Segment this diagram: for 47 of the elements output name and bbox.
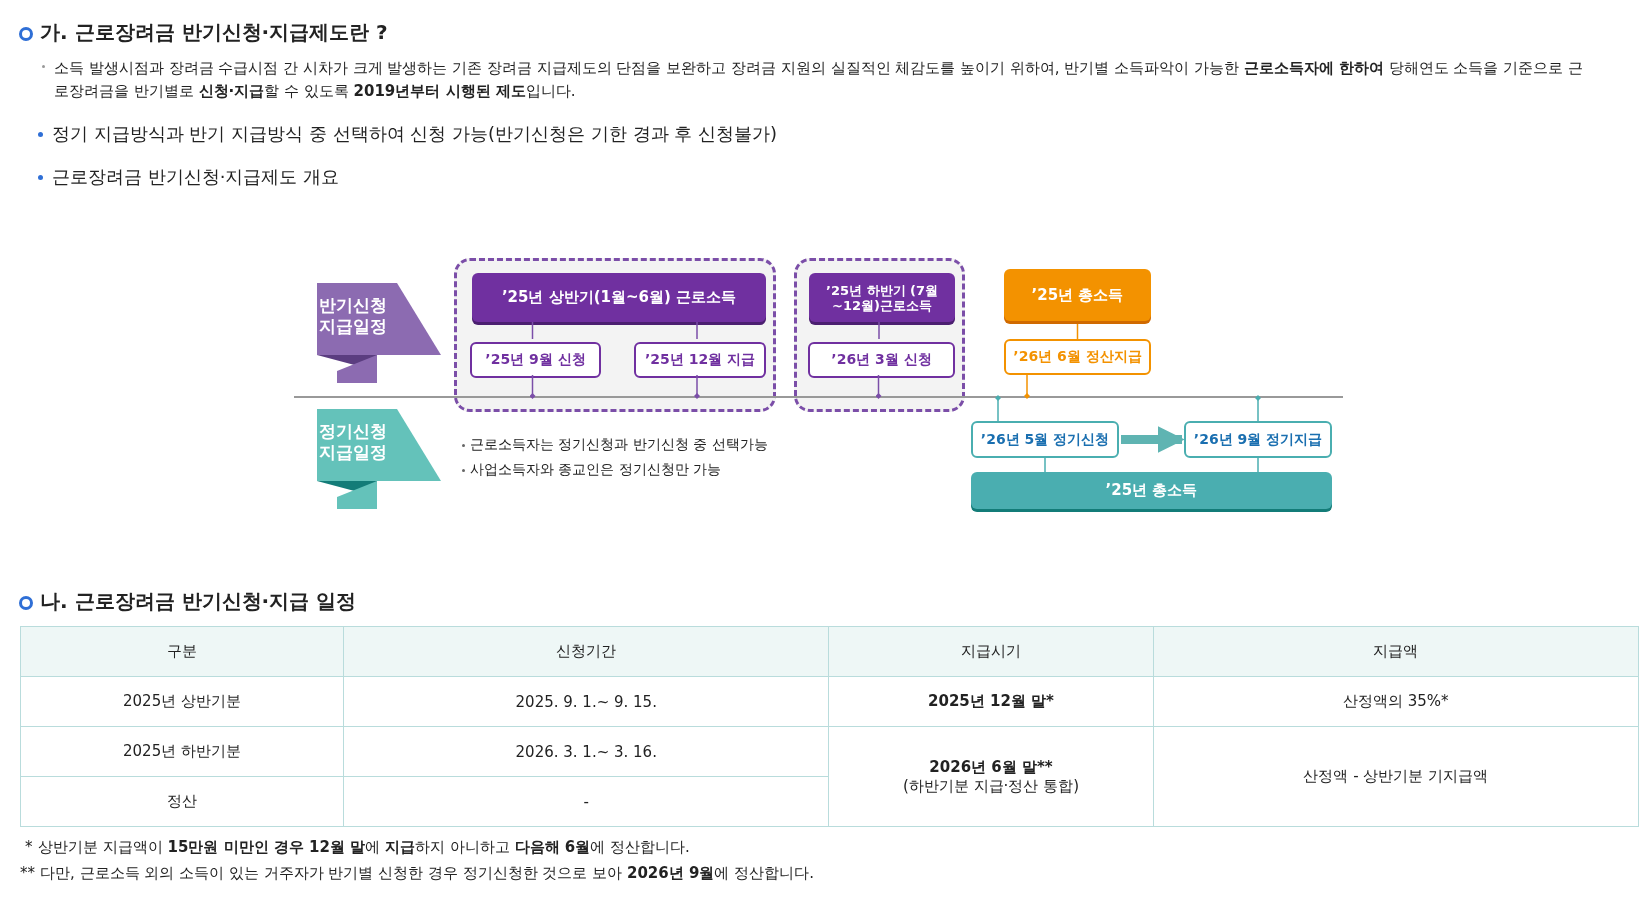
timeline-axis (294, 396, 1343, 398)
note-text: 사업소득자와 종교인은 정기신청만 가능 (470, 461, 722, 479)
connector-line (1257, 457, 1259, 473)
table-text: (하반기분 지급·정산 통합) (903, 776, 1079, 796)
tick-line (1024, 374, 1030, 399)
table-text: 2025년 하반기분 (123, 742, 241, 761)
period-box: ’25년 하반기 (7월~12월)근로소득 (809, 273, 955, 322)
date-box: ’26년 6월 정산지급 (1004, 339, 1151, 375)
connector-line (1044, 457, 1046, 473)
date-box: ’26년 9월 정기지급 (1184, 421, 1332, 458)
table-text: - (583, 792, 589, 811)
bullet-text: 근로장려금 반기신청·지급제도 개요 (52, 165, 340, 189)
income-box: ’25년 총소득 (971, 472, 1332, 509)
dashed-group (794, 258, 965, 412)
date-box: ’26년 3월 신청 (808, 342, 955, 378)
tick-line (1255, 395, 1261, 422)
section-heading: 가. 근로장려금 반기신청·지급제도란 ? (40, 19, 388, 46)
table-text: 산정액의 35%* (1342, 692, 1449, 711)
note-text: 근로소득자는 정기신청과 반기신청 중 선택가능 (470, 436, 768, 454)
table-text: 2025년 12월 말* (928, 692, 1054, 711)
connector-line (696, 321, 698, 340)
column-header: 지급시기 (961, 642, 1021, 661)
dashed-group (454, 258, 776, 412)
period-box: ’25년 상반기(1월~6월) 근로소득 (472, 273, 766, 322)
date-box: ’25년 9월 신청 (470, 342, 601, 378)
footnote-text: 상반기분 지급액이 15만원 미만인 경우 12월 말에 지급하지 아니하고 다음해 6월에 정산합니다. (38, 838, 690, 857)
description-paragraph: 소득 발생시점과 장려금 수급시점 간 시차가 크게 발생하는 기존 장려금 지급제도의 단점을 보완하고 장려금 지원의 실질적인 체감도를 높이기 위하여, 반기별 소득파악이 가능한 근로소득자에 한하여 당해연도 소득을 기준으로 근로장려금을 반기별로 신청·지급할 수 있도록 2019년부터 시행된 제도입니다. (54, 58, 1584, 102)
footnote-text: 다만, 근로소득 외의 소득이 있는 거주자가 반기별 신청한 경우 정기신청한 것으로 보아 2026년 9월에 정산합니다. (40, 864, 814, 883)
table-text: 2026. 3. 1.~ 3. 16. (515, 742, 657, 761)
table-text: 정산 (167, 792, 197, 811)
arrow (1121, 426, 1185, 453)
footnote-mark: ** (20, 864, 35, 882)
table-text: 산정액 - 상반기분 기지급액 (1303, 767, 1489, 786)
column-header: 신청기간 (556, 642, 617, 661)
column-header: 구분 (167, 642, 197, 661)
table-text: 2026년 6월 말** (929, 757, 1053, 777)
table-text: 2025. 9. 1.~ 9. 15. (515, 692, 657, 711)
column-header: 지급액 (1373, 642, 1419, 661)
date-box: ’26년 5월 정기신청 (971, 421, 1119, 458)
tick-line (995, 395, 1001, 422)
date-box: ’25년 12월 지급 (634, 342, 766, 378)
footnote-mark: * (25, 838, 33, 856)
bullet-text: 정기 지급방식과 반기 지급방식 중 선택하여 신청 가능(반기신청은 기한 경과 후 신청불가) (52, 122, 777, 146)
section-heading: 나. 근로장려금 반기신청·지급 일정 (40, 588, 357, 615)
table-text: 2025년 상반기분 (123, 692, 241, 711)
connector-line (878, 321, 880, 340)
income-box: ’25년 총소득 (1004, 269, 1151, 321)
